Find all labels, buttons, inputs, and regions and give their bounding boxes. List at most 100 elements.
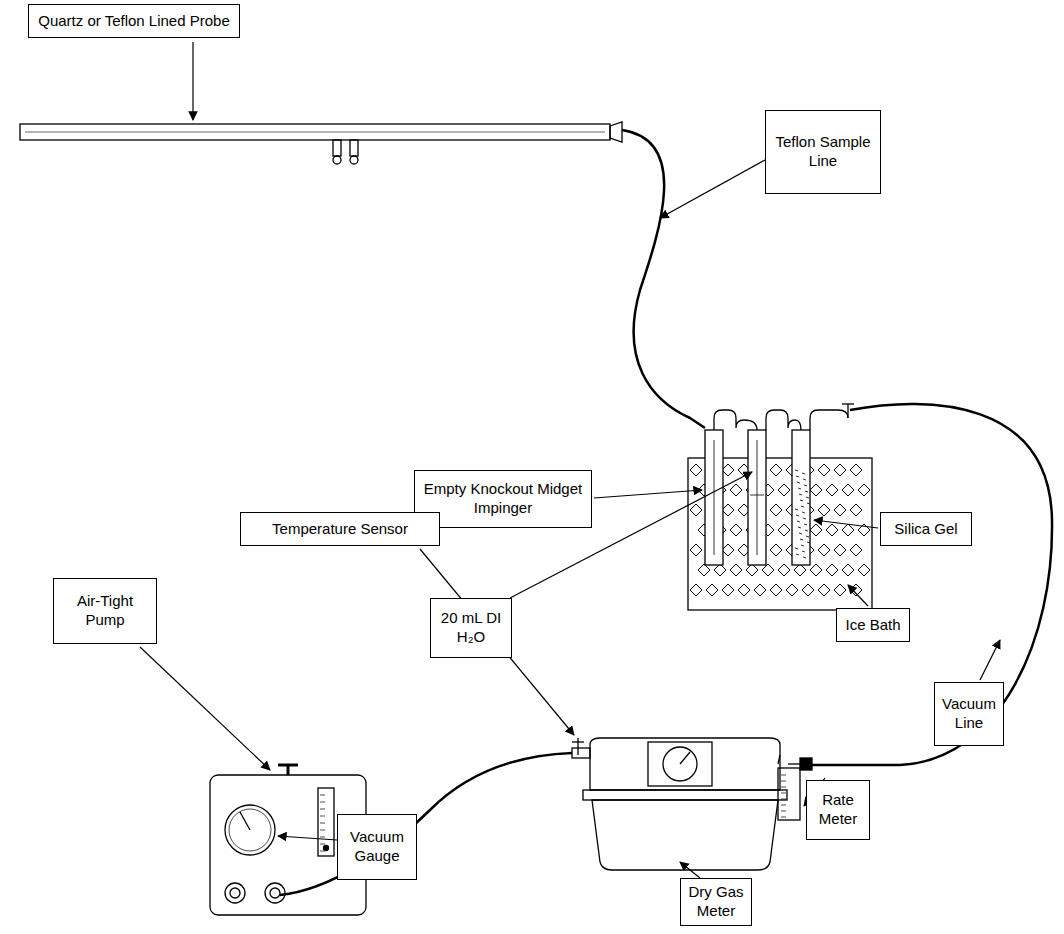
scale-tick bbox=[320, 809, 325, 810]
silica-gel-granule bbox=[796, 476, 799, 477]
ice-cube bbox=[818, 544, 830, 556]
scale-tick bbox=[320, 816, 325, 817]
rate-meter-link bbox=[788, 763, 800, 764]
scale-tick bbox=[781, 787, 786, 788]
ice-cube bbox=[850, 464, 862, 476]
callout-label: Air-Tight Pump bbox=[60, 592, 150, 630]
meter-inlet bbox=[778, 755, 780, 764]
leader-arrow bbox=[980, 640, 1000, 680]
leader-arrow bbox=[420, 549, 574, 735]
callout-box: Empty Knockout Midget Impinger bbox=[414, 470, 592, 528]
callout-box: Rate Meter bbox=[806, 780, 870, 840]
outlet-tap bbox=[847, 404, 848, 418]
callout-label: Teflon Sample Line bbox=[772, 133, 874, 171]
silica-gel-granule bbox=[802, 512, 805, 513]
silica-gel-granule bbox=[802, 473, 805, 474]
probe-tube bbox=[20, 124, 610, 140]
impinger-outlet bbox=[810, 410, 848, 430]
silica-gel-granule bbox=[801, 506, 804, 507]
ice-cube bbox=[858, 564, 870, 576]
ice-cube bbox=[842, 564, 854, 576]
scale-tick bbox=[781, 817, 786, 818]
vacuum-gauge-bezel bbox=[229, 809, 271, 851]
probe-valve bbox=[333, 140, 341, 156]
ice-cube bbox=[722, 544, 734, 556]
probe-fitting bbox=[610, 122, 622, 142]
scale-tick bbox=[781, 811, 786, 812]
callout-box: Ice Bath bbox=[836, 608, 910, 642]
ice-cube bbox=[794, 564, 806, 576]
silica-gel-granule bbox=[807, 542, 810, 543]
silica-gel-granule bbox=[797, 482, 800, 483]
probe-valve bbox=[350, 140, 358, 156]
leader-arrow bbox=[660, 160, 765, 218]
impinger-connector bbox=[766, 410, 801, 430]
ice-cube bbox=[722, 464, 734, 476]
silica-gel-granule bbox=[795, 470, 798, 471]
rate-meter bbox=[778, 768, 800, 820]
ice-cube bbox=[762, 564, 774, 576]
gas-meter-head bbox=[590, 738, 780, 790]
scale-tick bbox=[320, 837, 325, 838]
probe-valve-knob bbox=[333, 156, 341, 164]
sample-line bbox=[622, 130, 705, 428]
ice-cube bbox=[834, 544, 846, 556]
callout-label: Empty Knockout Midget Impinger bbox=[421, 480, 585, 518]
ice-cube bbox=[850, 504, 862, 516]
pump-port bbox=[270, 888, 280, 898]
silica-gel-granule bbox=[795, 548, 798, 549]
silica-gel-granule bbox=[796, 515, 799, 516]
callout-box: Temperature Sensor bbox=[240, 512, 440, 546]
pump-rotameter bbox=[318, 788, 334, 856]
silica-gel-granule bbox=[803, 557, 806, 558]
ice-cube bbox=[754, 584, 766, 596]
ice-cube bbox=[818, 464, 830, 476]
silica-gel-granule bbox=[799, 533, 802, 534]
silica-gel-granule bbox=[802, 551, 805, 552]
gas-meter-dial-face bbox=[648, 742, 712, 786]
callout-label: Ice Bath bbox=[845, 616, 900, 635]
ice-cube bbox=[722, 584, 734, 596]
callout-box: Air-Tight Pump bbox=[53, 578, 157, 644]
ice-cube bbox=[690, 504, 702, 516]
callout-label: Quartz or Teflon Lined Probe bbox=[38, 12, 230, 31]
silica-gel-granule bbox=[798, 488, 801, 489]
silica-gel-granule bbox=[806, 536, 809, 537]
callout-box: Dry Gas Meter bbox=[680, 878, 752, 926]
scale-tick bbox=[320, 823, 325, 824]
silica-gel-granule bbox=[804, 524, 807, 525]
ice-cube bbox=[778, 564, 790, 576]
water-impinger bbox=[748, 430, 766, 565]
callout-label: Vacuum Gauge bbox=[344, 828, 410, 866]
silica-gel-granule bbox=[805, 530, 808, 531]
ice-cube bbox=[770, 584, 782, 596]
silica-gel-granule bbox=[798, 527, 801, 528]
leader-arrow bbox=[814, 520, 878, 528]
temperature-sensor bbox=[577, 738, 578, 755]
callout-label: 20 mL DI H₂O bbox=[437, 609, 505, 647]
ice-cube bbox=[746, 564, 758, 576]
ice-cube bbox=[826, 564, 838, 576]
ice-cube bbox=[850, 544, 862, 556]
silica-gel-impinger bbox=[792, 430, 810, 565]
scale-tick bbox=[781, 781, 786, 782]
ice-cube bbox=[842, 484, 854, 496]
callout-label: Silica Gel bbox=[894, 520, 957, 539]
callout-box: Vacuum Line bbox=[934, 682, 1004, 746]
ice-cube bbox=[778, 484, 790, 496]
water-level bbox=[750, 495, 764, 496]
ice-cube bbox=[698, 564, 710, 576]
probe-liner bbox=[25, 132, 605, 133]
ice-cube bbox=[730, 564, 742, 576]
ice-cube bbox=[738, 584, 750, 596]
outlet-tap bbox=[842, 403, 854, 404]
leader-arrow bbox=[140, 647, 270, 770]
ice-cube bbox=[770, 464, 782, 476]
scale-tick bbox=[320, 802, 325, 803]
leader-arrow bbox=[680, 862, 700, 878]
ice-cube bbox=[690, 584, 702, 596]
vacuum-gauge bbox=[225, 805, 275, 855]
silica-gel-granule bbox=[807, 503, 810, 504]
silica-gel-granule bbox=[806, 497, 809, 498]
